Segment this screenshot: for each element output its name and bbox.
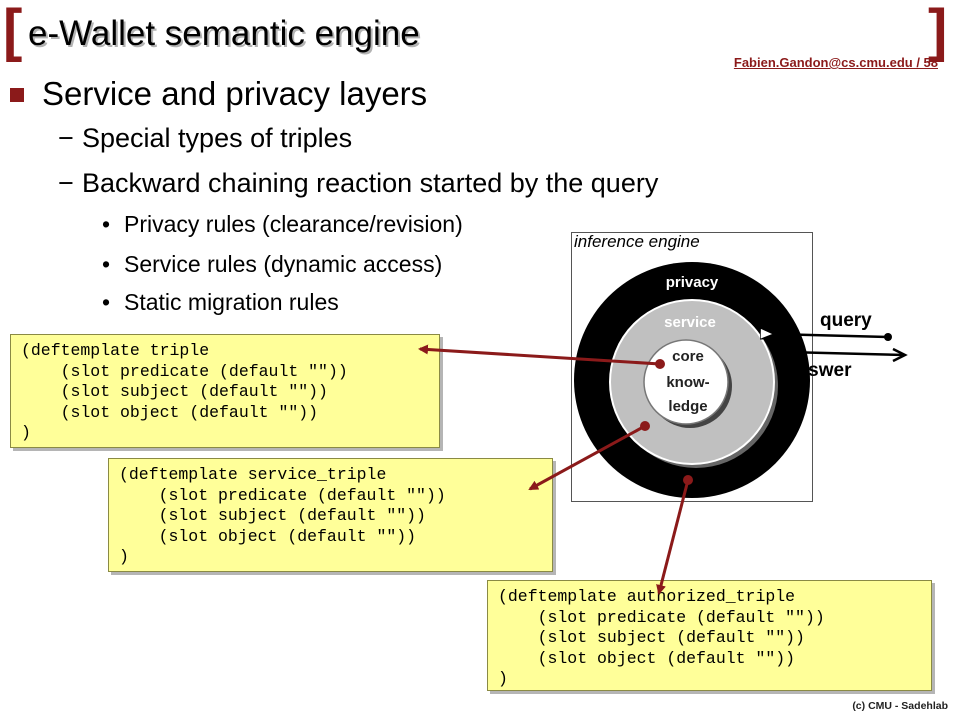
title-left-bracket: [ (3, 0, 23, 63)
query-arrow (772, 334, 889, 337)
query-dot (884, 333, 892, 341)
answer-arrowhead (892, 347, 908, 363)
inference-engine-label: inference engine (574, 232, 700, 251)
level2-text-2: Backward chaining reaction started by th… (82, 168, 659, 198)
level3-dot-2: • (102, 251, 111, 277)
service-ring-label: service (664, 314, 716, 331)
core-label-line-3: ledge (668, 398, 707, 415)
author-email-link[interactable]: Fabien.Gandon@cs.cmu.edu / 58 (733, 55, 938, 70)
level2-text-1: Special types of triples (82, 123, 353, 153)
connector-service-to-service-triple (528, 424, 646, 491)
level3-dot-1: • (102, 211, 111, 237)
level3-dot-3: • (102, 289, 111, 315)
level2-dash-2: − (58, 168, 74, 198)
level2-dash-1: − (58, 123, 74, 153)
code-block-triple: (deftemplate triple (slot predicate (def… (10, 334, 440, 448)
connector-core-to-triple (418, 344, 661, 366)
answer-dot (782, 348, 790, 356)
slide-title: e-Wallet semantic engine (28, 14, 420, 53)
connector-core-dot (655, 359, 665, 369)
title-right-bracket: ] (928, 0, 948, 63)
level1-bullet-square (10, 88, 24, 102)
code-block-authorized-triple: (deftemplate authorized_triple (slot pre… (487, 580, 932, 691)
level1-text: Service and privacy layers (42, 75, 428, 112)
core-label-line-1: core (672, 348, 704, 365)
privacy-ring-label: privacy (666, 274, 719, 291)
level3-text-3: Static migration rules (124, 289, 339, 315)
answer-line (785, 350, 906, 357)
level3-text-2: Service rules (dynamic access) (124, 251, 443, 277)
query-label: query (820, 310, 872, 331)
connector-service-dot (640, 421, 650, 431)
level3-text-1: Privacy rules (clearance/revision) (124, 211, 463, 237)
answer-label: answer (786, 360, 852, 381)
connector-privacy-dot (683, 475, 693, 485)
core-circle (643, 339, 729, 425)
connector-privacy-to-authorized-triple (656, 479, 690, 595)
footer-credit: (c) CMU - Sadehlab (852, 700, 948, 712)
code-block-service-triple: (deftemplate service_triple (slot predic… (108, 458, 553, 572)
core-label-line-2: know- (666, 374, 709, 391)
